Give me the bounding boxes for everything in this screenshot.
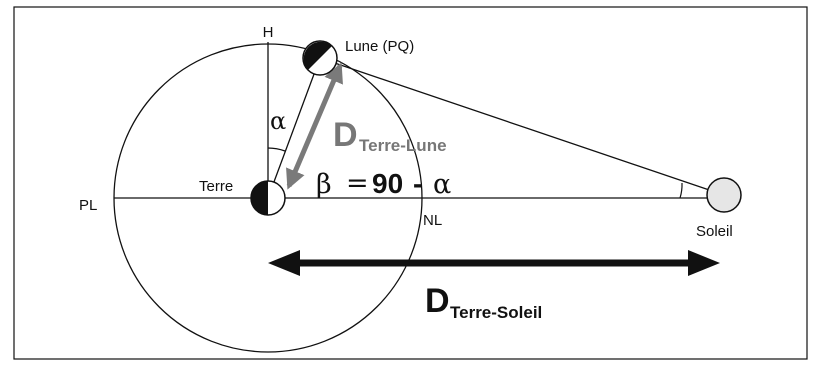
beta-equation: β = 90 - α (316, 168, 451, 200)
label-moon: Lune (PQ) (345, 38, 414, 55)
earth-sun-distance-arrow (268, 250, 720, 276)
moon-symbol (302, 40, 338, 76)
label-alpha: α (270, 107, 286, 135)
label-d-earth-moon: D (333, 116, 358, 154)
beta-alpha: α (433, 169, 451, 200)
frame-border (13, 6, 808, 360)
beta-symbol: β (316, 169, 332, 200)
label-d-earth-sun: D (425, 282, 450, 320)
alpha-angle-arc (267, 147, 286, 152)
label-d-earth-sun-subscript: Terre-Soleil (450, 303, 542, 322)
beta-minus: - (413, 168, 422, 199)
label-sun: Soleil (696, 223, 733, 240)
beta-equals: = (346, 168, 369, 199)
beta-value: 90 (372, 168, 403, 199)
moon-sun-line (319, 57, 725, 196)
earth-symbol (250, 180, 286, 216)
label-d-earth-moon-subscript: Terre-Lune (359, 136, 447, 155)
label-nl: NL (423, 212, 442, 229)
sun-angle-arc (679, 182, 683, 199)
earth-moon-distance-arrow (286, 62, 343, 190)
sun-symbol (706, 177, 742, 213)
label-pl: PL (79, 197, 97, 214)
label-h: H (263, 24, 274, 41)
label-earth: Terre (199, 178, 233, 195)
